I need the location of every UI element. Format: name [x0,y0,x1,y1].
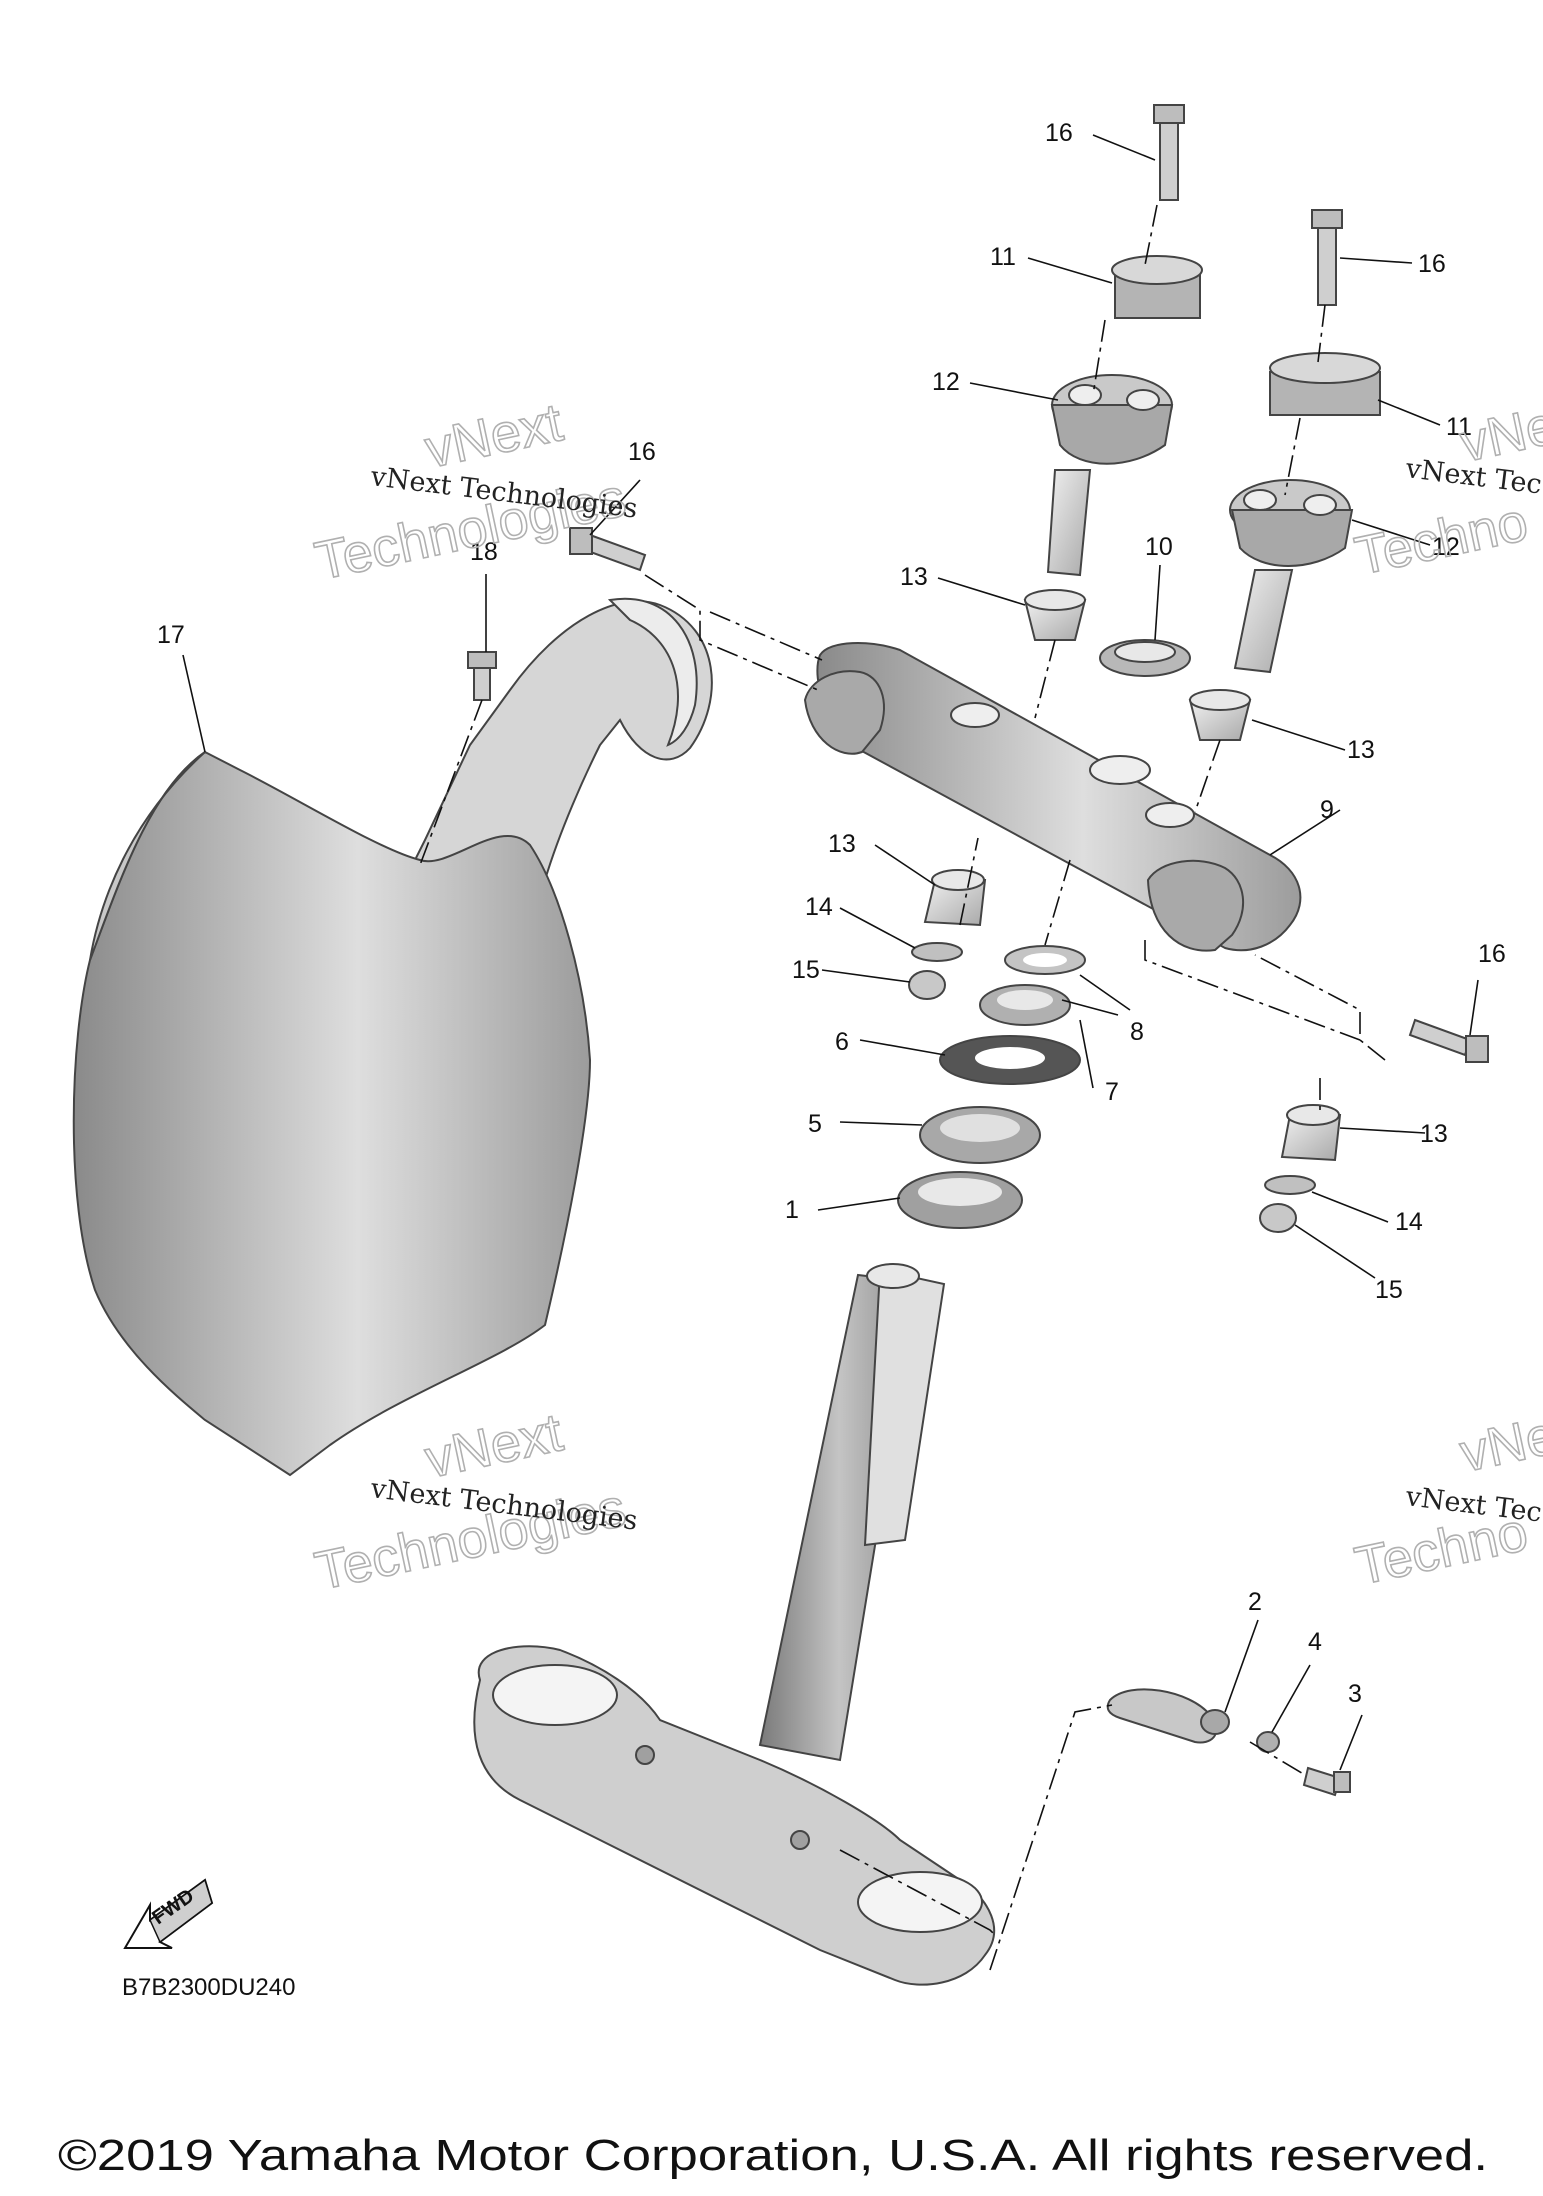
assembly-lines [419,204,1386,1971]
handlebar-holder-left [1046,374,1174,577]
ring-nut-7 [979,984,1071,1026]
callout-16: 16 [1045,119,1073,147]
callout-6: 6 [835,1028,849,1056]
callout-16: 16 [628,438,656,466]
damper-13-a [1023,589,1087,641]
callout-18: 18 [470,538,498,566]
fwd-arrow-icon: FWD [123,1878,214,1949]
handlebar-cap-right [1269,352,1381,416]
washer-14-b [1264,1175,1316,1195]
cable-guide-2 [1106,1688,1230,1744]
damper-13-c [923,869,987,927]
washer-8 [1004,945,1086,975]
callout-13: 13 [900,563,928,591]
callout-7: 7 [1105,1078,1119,1106]
bolt-18 [467,651,497,701]
bearing-5 [919,1106,1041,1164]
callout-2: 2 [1248,1588,1262,1616]
callout-14: 14 [1395,1208,1423,1236]
callout-15: 15 [792,956,820,984]
callout-9: 9 [1320,796,1334,824]
callout-3: 3 [1348,1680,1362,1708]
handlebar-cap-left [1111,255,1203,319]
watermark-text: Techno [1350,492,1533,587]
handlebar-holder-right [1229,479,1354,674]
callout-16: 16 [1478,940,1506,968]
callout-4: 4 [1308,1628,1322,1656]
damper-13-d [1280,1104,1342,1162]
watermark-text: vNe [1455,1405,1543,1484]
callout-11: 11 [1446,413,1472,441]
watermark-text: vNext [420,1402,568,1489]
steering-stem-part [473,1263,995,1986]
callout-16: 16 [1418,250,1446,278]
copyright-notice: ©2019 Yamaha Motor Corporation, U.S.A. A… [58,2131,1488,2180]
callout-8: 8 [1130,1018,1144,1046]
bolt-16-right-top [1311,209,1343,306]
nut-15-a [908,970,946,1000]
callout-11: 11 [990,243,1016,271]
callout-13: 13 [1420,1120,1448,1148]
upper-bracket-part [803,642,1302,952]
callout-5: 5 [808,1110,822,1138]
leader-lines [182,134,1479,1771]
callout-12: 12 [932,368,960,396]
diagram-code: B7B2300DU240 [122,1974,295,2001]
bolt-3 [1302,1766,1351,1797]
bolt-16-top [1153,104,1185,201]
callout-12: 12 [1432,533,1460,561]
bearing-1 [897,1171,1023,1229]
callout-17: 17 [157,621,185,649]
bolt-16-right [1408,1018,1489,1063]
callout-14: 14 [805,893,833,921]
collar-10 [1099,639,1191,677]
number-plate-part [72,597,713,1477]
callout-15: 15 [1375,1276,1403,1304]
callout-1: 1 [785,1196,799,1224]
callout-13: 13 [828,830,856,858]
washer-14-a [911,942,963,962]
callout-13: 13 [1347,736,1375,764]
nut-15-b [1259,1203,1297,1233]
callout-10: 10 [1145,533,1173,561]
callouts: 16 11 12 16 11 12 16 18 17 13 10 13 9 13… [157,119,1506,1708]
washer-6 [939,1035,1081,1085]
bolt-16-left [569,527,647,572]
damper-13-b [1188,689,1252,741]
watermark-text: vNext [420,392,568,479]
